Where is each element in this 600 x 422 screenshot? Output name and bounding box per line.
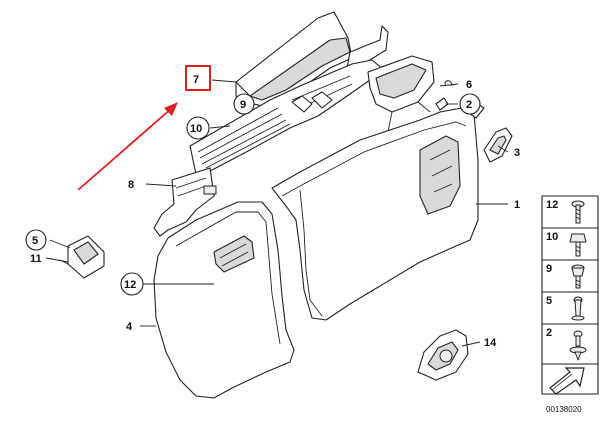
- legend-label-9: 9: [546, 263, 552, 275]
- arrow-icon: [549, 367, 585, 395]
- screw-12-icon: [571, 200, 585, 224]
- part-8-bracket: [153, 167, 217, 237]
- part-5-clip-square: [59, 235, 105, 279]
- diagram-id: 00138020: [546, 405, 582, 414]
- part-14-grille: [417, 329, 469, 381]
- legend-label-10: 10: [546, 231, 558, 243]
- highlight-arrow: [77, 102, 178, 191]
- callout-3: 3: [514, 147, 520, 159]
- callout-8: 8: [128, 179, 134, 191]
- callout-5: 5: [32, 235, 38, 247]
- callout-12: 12: [124, 279, 136, 291]
- callout-1: 1: [514, 199, 520, 211]
- callout-9: 9: [240, 99, 246, 111]
- callout-14: 14: [484, 337, 497, 349]
- clip-6-icon: [444, 80, 453, 87]
- part-1-side-trim-panel: [271, 99, 485, 321]
- fastener-legend: 12 10 9 5 2: [541, 195, 599, 414]
- highlight-box: [185, 65, 211, 91]
- legend-label-12: 12: [546, 199, 558, 211]
- plug-5-icon: [571, 296, 585, 321]
- part-4-lower-trim-panel: [153, 201, 295, 399]
- callout-2: 2: [466, 99, 472, 111]
- clip-2-icon: [569, 330, 587, 361]
- callout-4: 4: [126, 321, 133, 333]
- callout-7: 7: [193, 74, 199, 86]
- callout-6: 6: [466, 79, 472, 91]
- screw-9-icon: [571, 264, 585, 289]
- callout-11: 11: [30, 253, 42, 265]
- part-6-block: [367, 55, 435, 133]
- bolt-10-icon: [569, 233, 587, 257]
- part-3-handle: [483, 127, 513, 163]
- leader-lines: [45, 79, 509, 347]
- callout-10: 10: [190, 123, 202, 135]
- legend-label-5: 5: [546, 295, 552, 307]
- legend-label-2: 2: [546, 327, 552, 339]
